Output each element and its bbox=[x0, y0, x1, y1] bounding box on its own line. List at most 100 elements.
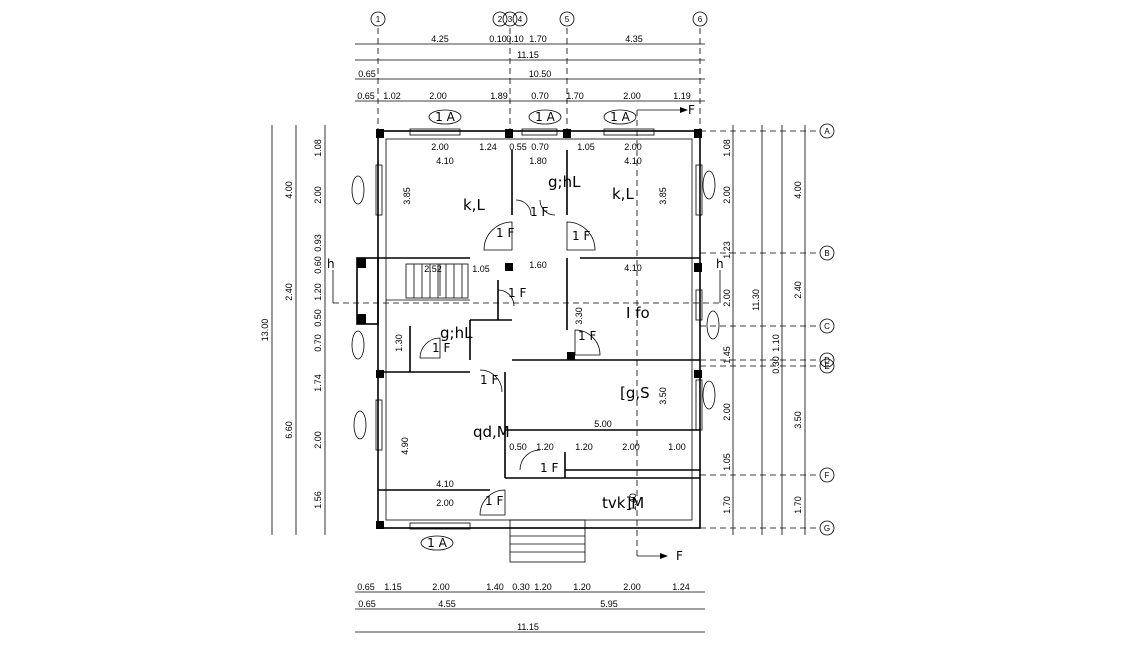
dim-right-out-4: 1.70 bbox=[793, 496, 803, 514]
axis-label-2: 2 bbox=[498, 15, 503, 24]
inner-dim-22: 3.85 bbox=[402, 187, 412, 205]
dim-top-2: 0.10 bbox=[489, 34, 507, 44]
dim-bot-9: 1.24 bbox=[672, 582, 690, 592]
axis-label-3: 3 bbox=[508, 15, 513, 24]
dim-left-in-1: 1.08 bbox=[313, 139, 323, 157]
dim-bot-1: 0.65 bbox=[357, 582, 375, 592]
dim-right-in-2: 2.00 bbox=[722, 186, 732, 204]
windows bbox=[375, 128, 703, 530]
door-tag-8: 1 F bbox=[540, 461, 558, 475]
room-labels: k,L k,L g;hL I fo g;hL [g,S qd,M tvk]M bbox=[440, 173, 650, 512]
dim-top-4: 1.70 bbox=[529, 34, 547, 44]
dim-top-3: 0.10 bbox=[506, 34, 524, 44]
axis-label-5: 5 bbox=[565, 15, 570, 24]
door-tag-1: 1 F bbox=[530, 205, 548, 219]
dim-right-in-4: 2.00 bbox=[722, 289, 732, 307]
room-label-room-right: [g,S bbox=[620, 384, 650, 402]
axis-label-A: A bbox=[824, 127, 830, 136]
inner-dim-18: 2.00 bbox=[622, 442, 640, 452]
dim-top-5: 4.35 bbox=[625, 34, 643, 44]
section-mark-top: F bbox=[688, 103, 695, 117]
dim-right-in-6: 2.00 bbox=[722, 403, 732, 421]
dim-left-in-6: 0.50 bbox=[313, 309, 323, 327]
dim-left-in-2: 2.00 bbox=[313, 186, 323, 204]
inner-dim-1: 2.00 bbox=[431, 142, 449, 152]
section-mark-bottom: F bbox=[676, 549, 683, 563]
inner-dim-9: 4.10 bbox=[624, 156, 642, 166]
dim-bot-r2-3: 5.95 bbox=[600, 599, 618, 609]
staircase bbox=[405, 263, 586, 563]
inner-dim-15: 0.50 bbox=[509, 442, 527, 452]
inner-dim-19: 1.00 bbox=[668, 442, 686, 452]
inner-dim-20: 4.10 bbox=[436, 479, 454, 489]
dim-left-in-7: 0.70 bbox=[313, 334, 323, 352]
door-tag-4: 1 F bbox=[508, 286, 526, 300]
dim-top-r4-6: 1.70 bbox=[566, 91, 584, 101]
dim-right-in-5: 1.45 bbox=[722, 346, 732, 364]
dim-bot-4: 1.40 bbox=[486, 582, 504, 592]
inner-dim-17: 1.20 bbox=[575, 442, 593, 452]
section-lines: h h F F bbox=[327, 103, 724, 563]
window-tag-3: 1 A bbox=[610, 110, 630, 124]
dim-bot-total: 11.15 bbox=[517, 622, 539, 632]
bottom-dimension-lines: 0.65 1.15 2.00 1.40 0.30 1.20 1.20 2.00 … bbox=[355, 582, 705, 633]
door-tag-2: 1 F bbox=[496, 226, 514, 240]
dim-left-in-9: 2.00 bbox=[313, 431, 323, 449]
right-dimension-lines: 1.08 2.00 1.23 2.00 1.45 2.00 1.05 1.70 … bbox=[700, 125, 818, 535]
inner-walls bbox=[378, 150, 700, 491]
inner-dim-27: 1.40 bbox=[628, 493, 638, 511]
inner-dim-4: 0.70 bbox=[531, 142, 549, 152]
axis-label-1: 1 bbox=[376, 15, 381, 24]
dim-top-r4-2: 1.02 bbox=[383, 91, 401, 101]
opening-tags: 1 A 1 A 1 A 1 A 1 F 1 F 1 F 1 F 1 F 1 F … bbox=[351, 109, 720, 551]
door-swings bbox=[419, 199, 601, 516]
window-tag-4: 1 A bbox=[427, 536, 447, 550]
left-dimension-lines: 13.00 4.00 2.40 6.60 1.08 2.00 0.93 0.60… bbox=[260, 125, 326, 535]
dim-right-in-3: 1.23 bbox=[722, 241, 732, 259]
axis-label-C: C bbox=[824, 322, 830, 331]
dim-top-r4-7: 2.00 bbox=[623, 91, 641, 101]
inner-dim-14: 5.00 bbox=[594, 419, 612, 429]
inner-dim-12: 1.60 bbox=[529, 260, 547, 270]
inner-dim-16: 1.20 bbox=[536, 442, 554, 452]
inner-dim-21: 2.00 bbox=[436, 498, 454, 508]
dim-left-in-8: 1.74 bbox=[313, 374, 323, 392]
door-tag-9: 1 F bbox=[485, 494, 503, 508]
window-tag-2: 1 A bbox=[535, 110, 555, 124]
inner-dim-7: 4.10 bbox=[436, 156, 454, 166]
inner-dim-24: 3.30 bbox=[574, 307, 584, 325]
dim-right-in-8: 1.70 bbox=[722, 496, 732, 514]
axis-label-F: F bbox=[825, 471, 830, 480]
inner-dim-26: 4.90 bbox=[400, 437, 410, 455]
dim-top-offset: 0.65 bbox=[358, 69, 376, 79]
room-label-kitchen-right: k,L bbox=[612, 185, 634, 203]
inner-dim-23: 3.85 bbox=[658, 187, 668, 205]
dim-left-mid-3: 6.60 bbox=[284, 421, 294, 439]
inner-dimensions: 2.00 1.24 0.55 0.70 1.05 2.00 4.10 1.80 … bbox=[394, 142, 686, 511]
dim-right-in-7: 1.05 bbox=[722, 453, 732, 471]
dim-top-r4-4: 1.89 bbox=[490, 91, 508, 101]
dim-top-r4-3: 2.00 bbox=[429, 91, 447, 101]
room-label-porch: tvk]M bbox=[602, 494, 644, 512]
dim-bot-7: 1.20 bbox=[573, 582, 591, 592]
dim-right-mid-3: 1.10 bbox=[771, 334, 781, 352]
dim-bot-2: 1.15 bbox=[384, 582, 402, 592]
dim-left-in-10: 1.56 bbox=[313, 491, 323, 509]
door-tag-7: 1 F bbox=[480, 373, 498, 387]
axis-label-6: 6 bbox=[698, 15, 703, 24]
room-label-hall-top: g;hL bbox=[548, 173, 581, 191]
dim-top-r4-1: 0.65 bbox=[357, 91, 375, 101]
dim-left-mid-1: 4.00 bbox=[284, 181, 294, 199]
room-label-hall-left: g;hL bbox=[440, 324, 473, 342]
inner-dim-25: 3.50 bbox=[658, 387, 668, 405]
dim-left-in-3: 0.93 bbox=[313, 234, 323, 252]
axis-label-4: 4 bbox=[518, 15, 523, 24]
dim-left-in-5: 1.20 bbox=[313, 283, 323, 301]
inner-dim-13: 4.10 bbox=[624, 263, 642, 273]
door-tag-6: 1 F bbox=[432, 341, 450, 355]
dim-top-1: 4.25 bbox=[431, 34, 449, 44]
inner-dim-28: 1.30 bbox=[394, 334, 404, 352]
room-label-room-left: qd,M bbox=[473, 423, 510, 441]
inner-dim-5: 1.05 bbox=[577, 142, 595, 152]
inner-dim-6: 2.00 bbox=[624, 142, 642, 152]
